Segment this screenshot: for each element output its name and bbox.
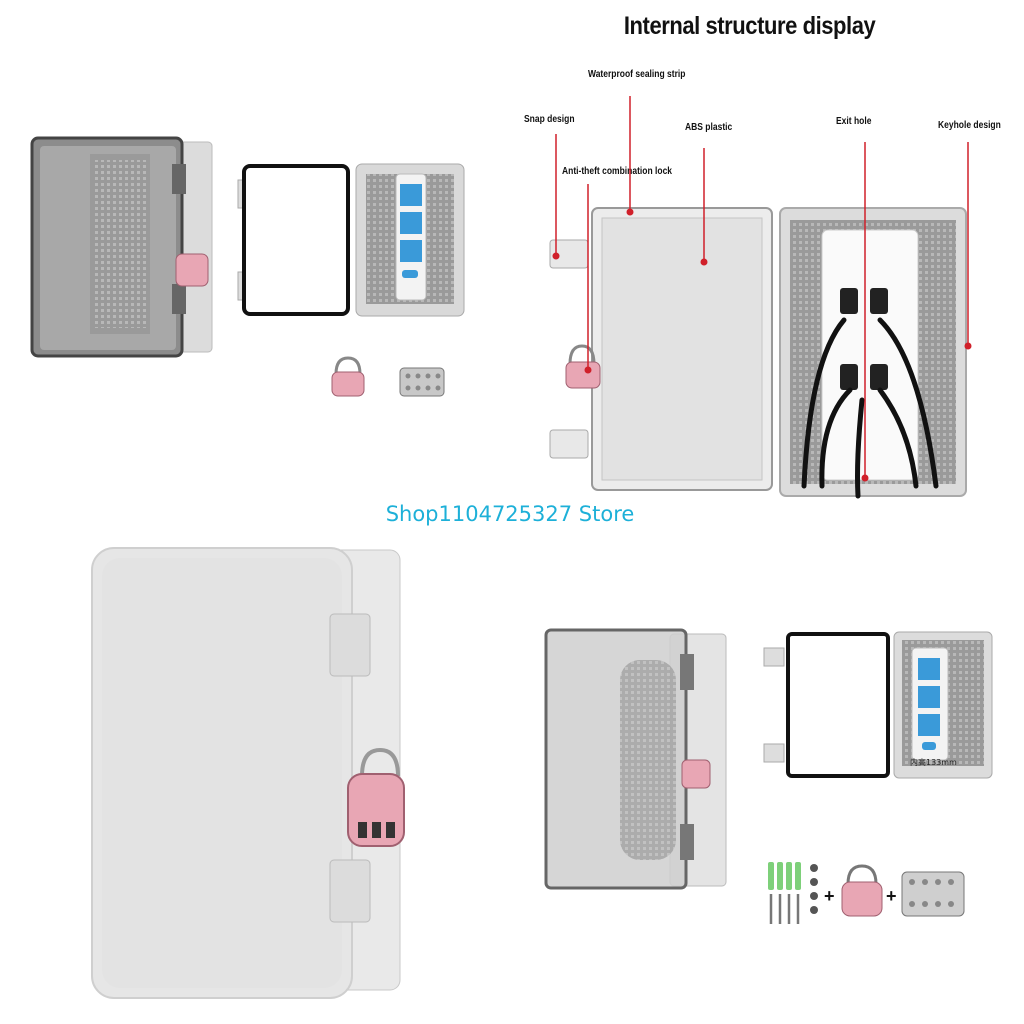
store-name: Shop1104725327 Store xyxy=(385,502,635,526)
callout-combination-lock: Anti-theft combination lock xyxy=(562,166,673,177)
inner-height-label: 内高133mm xyxy=(910,758,957,767)
callout-sealing-strip: Waterproof sealing strip xyxy=(588,69,686,80)
callout-abs-plastic: ABS plastic xyxy=(685,122,733,133)
svg-text:+: + xyxy=(886,886,897,906)
accessories-lock-and-brackets xyxy=(331,356,445,397)
callout-keyhole-design: Keyhole design xyxy=(938,120,1001,131)
section-title: Internal structure display xyxy=(623,12,876,40)
internal-structure-diagram xyxy=(549,96,972,499)
closed-enclosure-transparent-lid-2 xyxy=(544,628,727,890)
callout-snap-design: Snap design xyxy=(524,114,575,125)
callout-exit-hole: Exit hole xyxy=(836,116,872,127)
svg-text:+: + xyxy=(824,886,835,906)
accessories-kit: + + xyxy=(768,862,965,924)
closed-enclosure-grey xyxy=(91,547,405,999)
open-enclosure-sockets xyxy=(763,631,993,779)
closed-enclosure-transparent-lid xyxy=(30,136,213,358)
open-enclosure-small xyxy=(237,163,465,317)
